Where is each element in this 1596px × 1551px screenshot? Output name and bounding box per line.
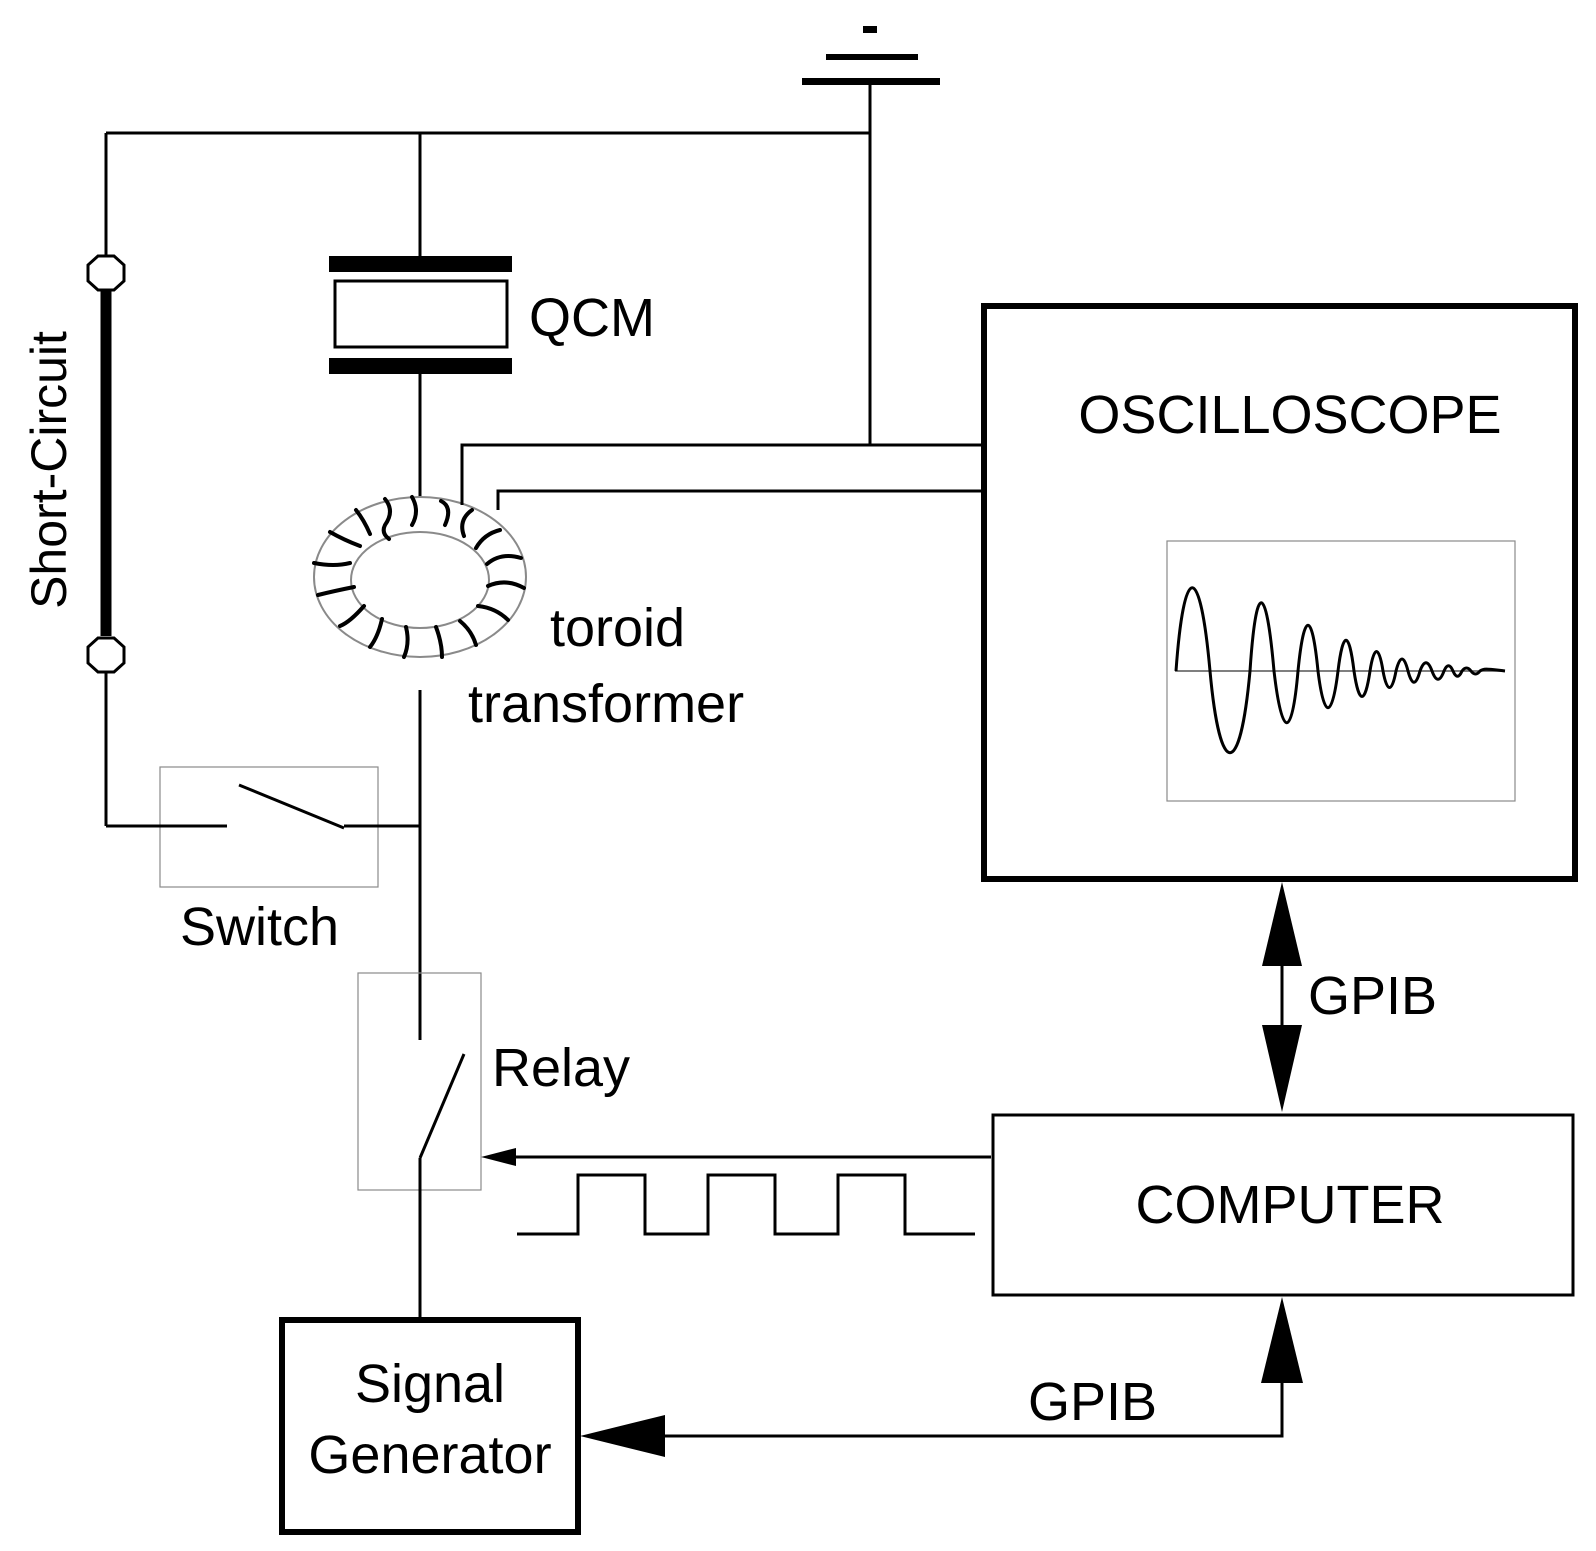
short-circuit-branch: Short-Circuit (21, 133, 126, 826)
toroid-leads (460, 443, 985, 510)
toroid-label-line1: toroid (550, 598, 685, 658)
short-circuit-label: Short-Circuit (21, 331, 77, 609)
arrow-up-icon (1262, 882, 1302, 966)
arrow-to-signal-generator-icon (580, 1415, 665, 1457)
switch: Switch (106, 766, 420, 957)
gpib-horizontal-label: GPIB (1028, 1372, 1157, 1432)
arrow-to-relay-icon (481, 1148, 516, 1166)
ground-symbol (802, 26, 940, 445)
signal-generator: Signal Generator (279, 1317, 581, 1535)
gpib-vertical-label: GPIB (1308, 966, 1437, 1026)
arrow-down-icon (1262, 1025, 1302, 1112)
toroid-transformer: toroid transformer (312, 495, 744, 734)
gpib-link-oscilloscope-computer: GPIB (1262, 882, 1437, 1112)
qcm-crystal: QCM (329, 133, 655, 620)
relay-label: Relay (492, 1038, 630, 1098)
switch-label: Switch (180, 897, 339, 957)
computer: COMPUTER (991, 1113, 1575, 1297)
relay-control-line (481, 1148, 991, 1166)
oscilloscope-label: OSCILLOSCOPE (1078, 385, 1501, 445)
terminal-top-icon (86, 254, 126, 292)
relay: Relay (357, 972, 630, 1317)
toroid-winding-icon (312, 495, 526, 659)
arrow-to-computer-icon (1261, 1297, 1303, 1383)
pulse-train-icon (517, 1173, 975, 1236)
signal-generator-label-line2: Generator (308, 1425, 551, 1485)
damped-waveform (1174, 586, 1506, 755)
oscilloscope: OSCILLOSCOPE (981, 303, 1578, 882)
gpib-link-computer-signal-generator: GPIB (580, 1297, 1303, 1457)
oscilloscope-screen (1166, 540, 1516, 802)
computer-label: COMPUTER (1136, 1175, 1445, 1235)
qcm-label: QCM (529, 288, 655, 348)
signal-generator-label-line1: Signal (355, 1354, 505, 1414)
toroid-label-line2: transformer (468, 674, 744, 734)
terminal-bottom-icon (86, 636, 126, 674)
